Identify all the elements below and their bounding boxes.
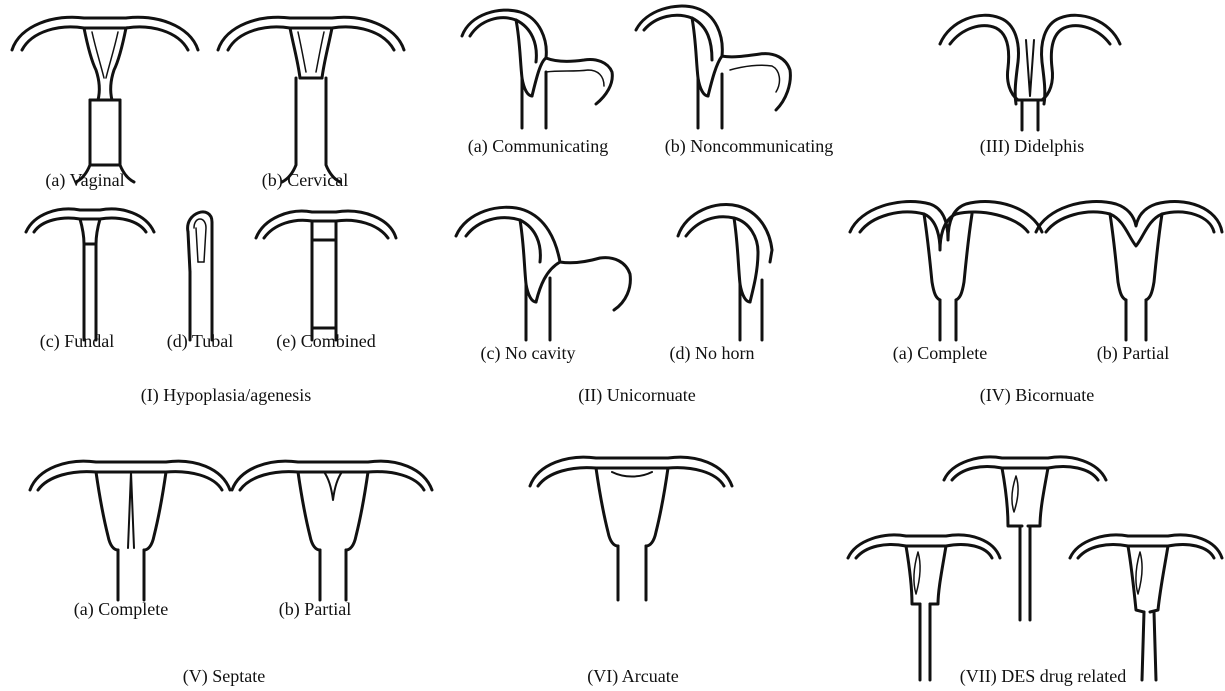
label-unicornuate-noncommunicating: (b) Noncommunicating [665,136,833,156]
label-unicornuate-nocavity: (c) No cavity [481,343,576,363]
diagram-unicornuate-nocavity [456,207,630,340]
label-septate-partial: (b) Partial [279,599,351,619]
group-title-bicornuate: (IV) Bicornuate [980,385,1094,405]
group-title-unicornuate: (II) Unicornuate [578,385,695,405]
diagram-unicornuate-communicating [462,10,612,128]
diagram-arcuate [530,457,732,600]
label-septate-complete: (a) Complete [74,599,168,619]
label-hypoplasia-tubal: (d) Tubal [167,331,234,351]
diagram-septate-complete [30,461,230,600]
label-hypoplasia-cervical: (b) Cervical [262,170,348,190]
diagram-bicornuate-complete [850,202,1042,340]
diagram-unicornuate-nohorn [678,204,772,340]
label-unicornuate-nohorn: (d) No horn [670,343,755,363]
label-hypoplasia-fundal: (c) Fundal [40,331,114,351]
group-title-hypoplasia: (I) Hypoplasia/agenesis [141,385,311,405]
diagram-des-top [944,457,1106,620]
diagram-des-right [1070,535,1222,680]
label-bicornuate-partial: (b) Partial [1097,343,1169,363]
group-title-arcuate: (VI) Arcuate [587,666,678,686]
diagram-hypoplasia-tubal [188,212,212,340]
diagram-hypoplasia-vaginal [12,17,198,182]
diagram-hypoplasia-fundal [26,209,154,340]
diagram-unicornuate-noncommunicating [636,6,790,128]
diagram-didelphis [940,15,1120,130]
label-hypoplasia-combined: (e) Combined [276,331,375,351]
label-hypoplasia-vaginal: (a) Vaginal [45,170,124,190]
diagram-hypoplasia-combined [256,211,396,340]
diagram-bicornuate-partial [1036,202,1222,340]
diagram-septate-partial [232,461,432,600]
group-title-didelphis: (III) Didelphis [980,136,1084,156]
diagram-des-left [848,535,1000,680]
label-bicornuate-complete: (a) Complete [893,343,987,363]
diagram-hypoplasia-cervical [218,17,404,182]
label-unicornuate-communicating: (a) Communicating [468,136,608,156]
group-title-septate: (V) Septate [183,666,265,686]
group-title-des: (VII) DES drug related [960,666,1126,686]
